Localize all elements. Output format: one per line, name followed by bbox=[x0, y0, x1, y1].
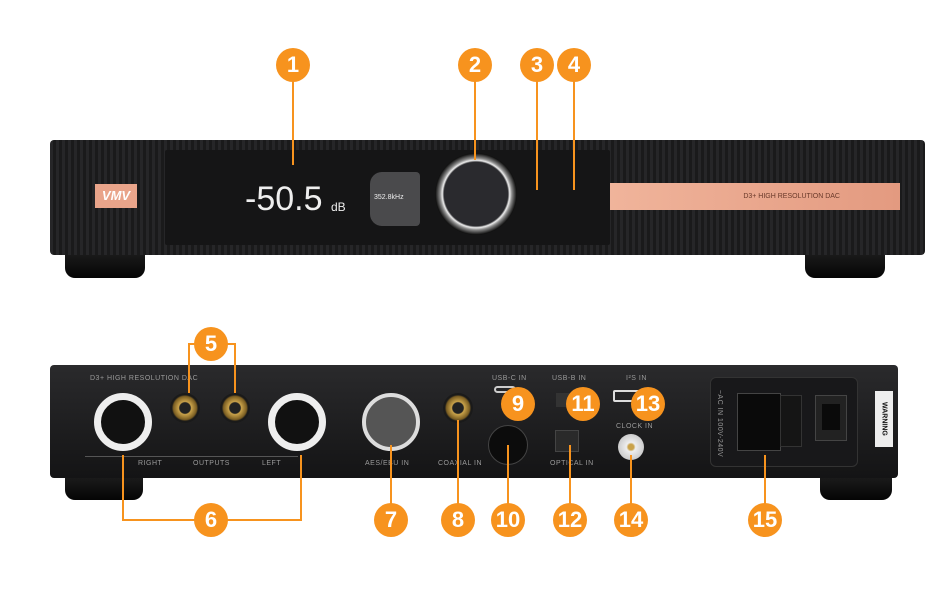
leader-14 bbox=[630, 455, 632, 505]
label-right: RIGHT bbox=[138, 460, 163, 467]
leader-4 bbox=[573, 80, 575, 190]
rca-output-right[interactable] bbox=[170, 393, 200, 423]
label-left: LEFT bbox=[262, 460, 282, 467]
leader-8 bbox=[457, 420, 459, 505]
label-clock: CLOCK IN bbox=[616, 423, 654, 430]
label-usbc: USB-C IN bbox=[492, 375, 527, 382]
optical-input[interactable] bbox=[555, 430, 579, 452]
sample-rate: 352.8kHz bbox=[374, 194, 404, 201]
leader-10 bbox=[507, 445, 509, 505]
rear-foot-left bbox=[65, 476, 143, 500]
rca-output-left[interactable] bbox=[220, 393, 250, 423]
marker-10: 10 bbox=[491, 503, 525, 537]
leader-5-l bbox=[188, 343, 190, 393]
leader-2 bbox=[474, 80, 476, 160]
status-screen: 352.8kHz bbox=[370, 172, 420, 226]
leader-6-l bbox=[122, 455, 124, 521]
label-coaxial: COAXIAL IN bbox=[438, 460, 483, 467]
leader-3 bbox=[536, 80, 538, 190]
marker-2: 2 bbox=[458, 48, 492, 82]
leader-15 bbox=[764, 455, 766, 505]
marker-3: 3 bbox=[520, 48, 554, 82]
front-foot-left bbox=[65, 252, 145, 278]
display-panel: -50.5 dB 352.8kHz bbox=[165, 150, 610, 245]
rear-panel: D3+ HIGH RESOLUTION DAC RIGHT OUTPUTS LE… bbox=[50, 365, 898, 478]
marker-12: 12 bbox=[553, 503, 587, 537]
warning-label: WARNING bbox=[880, 402, 888, 436]
marker-6: 6 bbox=[194, 503, 228, 537]
label-outputs: OUTPUTS bbox=[193, 460, 230, 467]
ac-power-inlet[interactable] bbox=[737, 393, 781, 451]
volume-readout: -50.5 bbox=[245, 180, 323, 218]
label-aes: AES/EBU IN bbox=[365, 460, 410, 467]
rear-model-label: D3+ HIGH RESOLUTION DAC bbox=[90, 375, 199, 382]
label-usbb: USB-B IN bbox=[552, 375, 587, 382]
marker-15: 15 bbox=[748, 503, 782, 537]
marker-13: 13 bbox=[631, 387, 665, 421]
marker-4: 4 bbox=[557, 48, 591, 82]
volume-unit: dB bbox=[331, 200, 346, 214]
marker-7: 7 bbox=[374, 503, 408, 537]
warning-sticker: WARNING bbox=[875, 391, 893, 447]
marker-1: 1 bbox=[276, 48, 310, 82]
label-i2s: I²S IN bbox=[626, 375, 647, 382]
marker-11: 11 bbox=[566, 387, 600, 421]
leader-7 bbox=[390, 445, 392, 505]
leader-12 bbox=[569, 445, 571, 505]
xlr-output-left[interactable] bbox=[268, 393, 326, 451]
xlr-output-right[interactable] bbox=[94, 393, 152, 451]
label-optical: OPTICAL IN bbox=[550, 460, 594, 467]
rear-foot-right bbox=[820, 476, 892, 500]
leader-5-r bbox=[234, 343, 236, 393]
marker-14: 14 bbox=[614, 503, 648, 537]
marker-9: 9 bbox=[501, 387, 535, 421]
marker-5: 5 bbox=[194, 327, 228, 361]
marker-8: 8 bbox=[441, 503, 475, 537]
aes-ebu-input[interactable] bbox=[362, 393, 420, 451]
leader-1 bbox=[292, 80, 294, 165]
volume-knob[interactable] bbox=[435, 153, 517, 235]
coaxial-input[interactable] bbox=[443, 393, 473, 423]
brand-logo-plate: VMV bbox=[95, 184, 137, 208]
front-foot-right bbox=[805, 252, 885, 278]
model-label: D3+ HIGH RESOLUTION DAC bbox=[743, 193, 840, 200]
label-ac-in: ~AC IN 100V-240V bbox=[716, 389, 724, 458]
model-strip: D3+ HIGH RESOLUTION DAC bbox=[610, 183, 900, 210]
leader-6-r bbox=[300, 455, 302, 521]
fuse-holder bbox=[780, 395, 802, 447]
power-switch[interactable] bbox=[815, 395, 847, 441]
outputs-divider bbox=[85, 456, 298, 457]
front-panel: VMV -50.5 dB 352.8kHz D3+ HIGH RESOLUTIO… bbox=[50, 140, 925, 255]
